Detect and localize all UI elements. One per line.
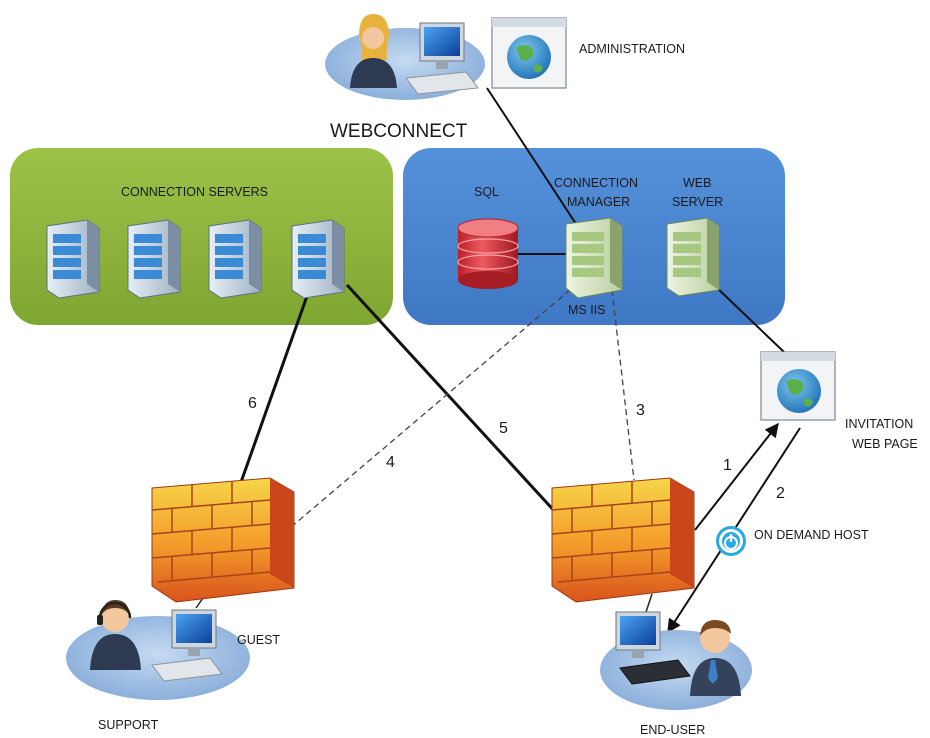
support-agent-icon — [90, 600, 141, 670]
admin-computer-icon — [405, 22, 479, 95]
end-user-computer-icon — [615, 611, 691, 685]
connection-manager-label-1: CONNECTION — [554, 176, 638, 190]
web-server-icon — [666, 217, 720, 297]
end-user-label: END-USER — [640, 723, 705, 737]
connection-manager-label-2: MANAGER — [567, 195, 630, 209]
invitation-label-1: INVITATION — [845, 417, 913, 431]
admin-to-manager-line — [486, 87, 581, 231]
administrator-group — [325, 14, 567, 100]
male-user-icon — [690, 620, 741, 696]
webserver-to-invitation-line — [714, 285, 785, 353]
support-group — [66, 600, 250, 700]
invitation-label-2: WEB PAGE — [852, 437, 918, 451]
end-user-group — [600, 611, 752, 710]
step-2-label: 2 — [776, 485, 785, 502]
server-icon-2 — [127, 219, 181, 299]
ms-iis-label: MS IIS — [568, 303, 606, 317]
step-4-label: 4 — [386, 454, 395, 471]
link-5-line — [345, 283, 560, 517]
female-user-icon — [350, 14, 397, 88]
web-server-label-2: SERVER — [672, 195, 723, 209]
sql-database-icon — [457, 218, 519, 289]
support-label: SUPPORT — [98, 718, 159, 732]
link-6-line — [238, 281, 314, 486]
server-icon-1 — [46, 219, 100, 299]
administration-label: ADMINISTRATION — [579, 42, 685, 56]
link-3-dashed-line — [611, 289, 635, 481]
step-5-label: 5 — [499, 420, 508, 437]
guest-label: GUEST — [237, 633, 280, 647]
step-6-label: 6 — [248, 395, 257, 412]
webconnect-title: WEBCONNECT — [330, 121, 468, 142]
invitation-browser-icon — [760, 351, 836, 421]
connection-servers-label: CONNECTION SERVERS — [121, 185, 268, 199]
on-demand-host-label: ON DEMAND HOST — [754, 528, 869, 542]
connection-manager-server-icon — [565, 217, 623, 299]
server-icon-3 — [208, 219, 262, 299]
enduser-wall-link — [645, 593, 653, 613]
step-3-label: 3 — [636, 402, 645, 419]
guest-firewall-icon — [151, 477, 295, 603]
admin-browser-icon — [491, 17, 567, 89]
link-4-dashed-line — [289, 289, 571, 529]
sql-label: SQL — [474, 185, 499, 199]
power-icon — [716, 526, 746, 556]
support-computer-icon — [151, 609, 223, 682]
enduser-firewall-icon — [551, 477, 695, 603]
web-server-label-1: WEB — [683, 176, 711, 190]
step-1-label: 1 — [723, 457, 732, 474]
connection-servers — [46, 219, 345, 299]
link-1-arrow — [694, 422, 779, 531]
server-icon-4 — [291, 219, 345, 299]
